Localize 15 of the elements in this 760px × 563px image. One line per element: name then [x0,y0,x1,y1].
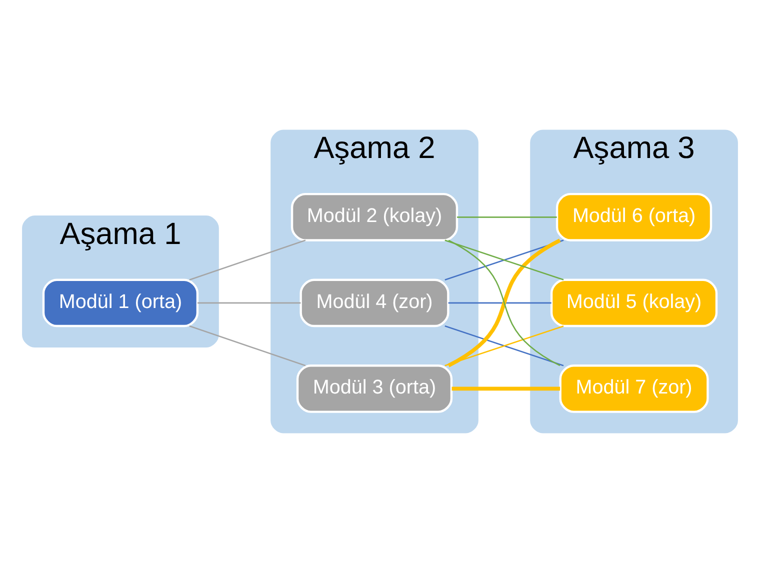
connector [452,386,560,391]
connector [448,302,552,304]
node-box: Modül 2 (kolay) [290,192,458,242]
connector [197,302,301,304]
connector [457,216,557,218]
connector [189,325,306,366]
connector [444,325,564,366]
node-box: Modül 1 (orta) [42,278,199,328]
node-box: Modül 5 (kolay) [550,278,718,328]
connector [189,240,306,280]
node-box: Modül 3 (orta) [296,364,453,413]
node-box: Modül 4 (zor) [300,278,450,328]
node-box: Modül 6 (orta) [556,192,712,242]
node-box: Modül 7 (zor) [559,364,709,413]
connector [444,240,564,280]
